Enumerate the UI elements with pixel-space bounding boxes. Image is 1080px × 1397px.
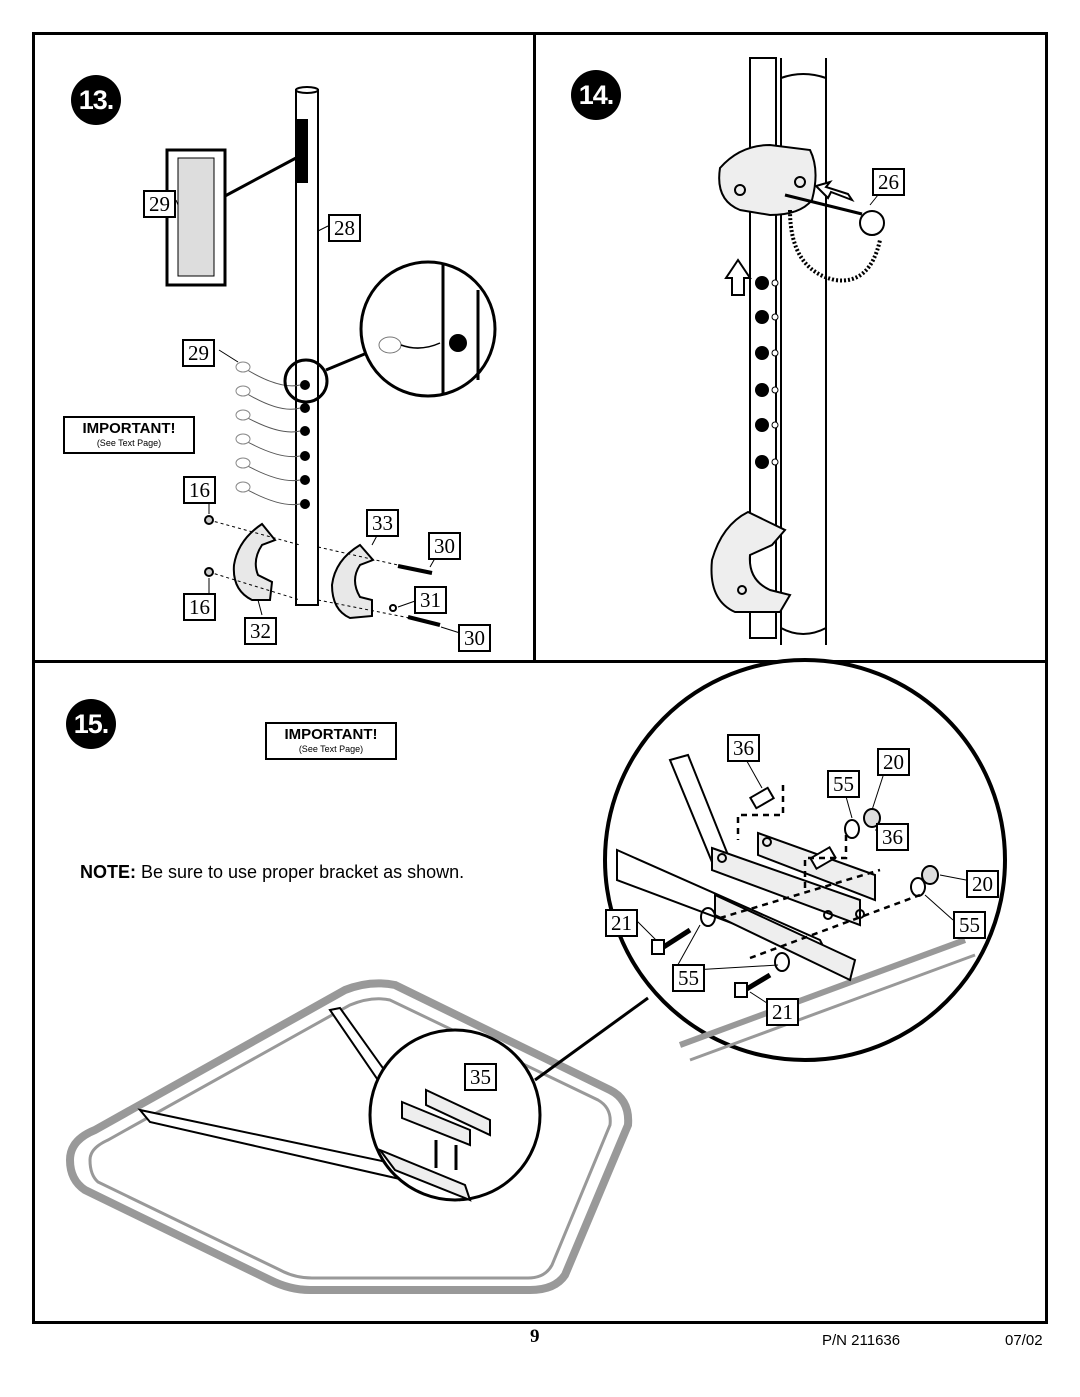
callout-55-right: 55: [953, 911, 986, 939]
callout-32: 32: [244, 617, 277, 645]
spacer-36-a: [748, 786, 776, 810]
pin-26: [784, 193, 863, 216]
bracket-note: NOTE: Be sure to use proper bracket as s…: [80, 862, 464, 883]
page-number: 9: [530, 1326, 540, 1347]
callout-16-upper: 16: [183, 476, 216, 504]
nut-16-lower: [204, 567, 214, 577]
up-arrow: [724, 258, 752, 296]
zoom-detail-circle: [359, 260, 497, 398]
callout-20-right: 20: [966, 870, 999, 898]
important-subtitle: (See Text Page): [298, 744, 364, 754]
pole-label-decal: [296, 119, 308, 183]
bracket-32: [232, 522, 277, 601]
bolt-21-lower: [743, 972, 772, 993]
important-notice-step13: IMPORTANT! (See Text Page): [63, 416, 195, 454]
callout-55-lower: 55: [672, 964, 705, 992]
callout-29-stickers: 29: [182, 339, 215, 367]
bracket-33: [330, 543, 375, 620]
upper-clamp: [718, 143, 817, 217]
callout-26: 26: [872, 168, 905, 196]
washer-31: [389, 604, 397, 612]
panel-divider-horizontal: [32, 660, 1048, 663]
pin-lanyard: [788, 209, 882, 283]
callout-30-upper: 30: [428, 532, 461, 560]
important-subtitle: (See Text Page): [96, 438, 162, 448]
main-pole: [780, 58, 827, 645]
callout-36-spacer-right: 36: [876, 823, 909, 851]
important-title: IMPORTANT!: [82, 420, 176, 437]
callout-33: 33: [366, 509, 399, 537]
callout-16-lower: 16: [183, 593, 216, 621]
note-label: NOTE:: [80, 862, 136, 882]
lower-clamp: [710, 510, 792, 613]
panel-divider-vertical: [533, 32, 536, 663]
insert-arrow: [814, 180, 855, 203]
callout-28: 28: [328, 214, 361, 242]
callout-20-top: 20: [877, 748, 910, 776]
step-13-badge: 13.: [71, 75, 121, 125]
revision-date: 07/02: [1005, 1332, 1043, 1349]
callout-35: 35: [464, 1063, 497, 1091]
pole-height-holes: [300, 380, 310, 509]
callout-30-lower: 30: [458, 624, 491, 652]
bolt-30-upper: [397, 564, 433, 575]
rim-frame-inner: [88, 997, 612, 1280]
note-text: Be sure to use proper bracket as shown.: [136, 862, 465, 882]
important-title: IMPORTANT!: [284, 726, 378, 743]
callout-31: 31: [414, 586, 447, 614]
page-frame: [32, 32, 1048, 1324]
step-14-badge: 14.: [571, 70, 621, 120]
bolt-21-upper: [660, 927, 692, 951]
callout-55-top: 55: [827, 770, 860, 798]
nut-16-upper: [204, 515, 214, 525]
important-notice-step15: IMPORTANT! (See Text Page): [265, 722, 397, 760]
adjust-height-holes: [755, 276, 769, 469]
callout-21-lower: 21: [766, 998, 799, 1026]
part-number: P/N 211636: [822, 1332, 901, 1349]
callout-29-decal: 29: [143, 190, 176, 218]
callout-36-spacer-top: 36: [727, 734, 760, 762]
rim-frame-outer: [65, 979, 633, 1294]
callout-21-upper: 21: [605, 909, 638, 937]
bolt-30-lower: [407, 615, 441, 627]
pin-ring: [859, 210, 885, 236]
step-15-badge: 15.: [66, 699, 116, 749]
bracket-front: [711, 846, 861, 927]
